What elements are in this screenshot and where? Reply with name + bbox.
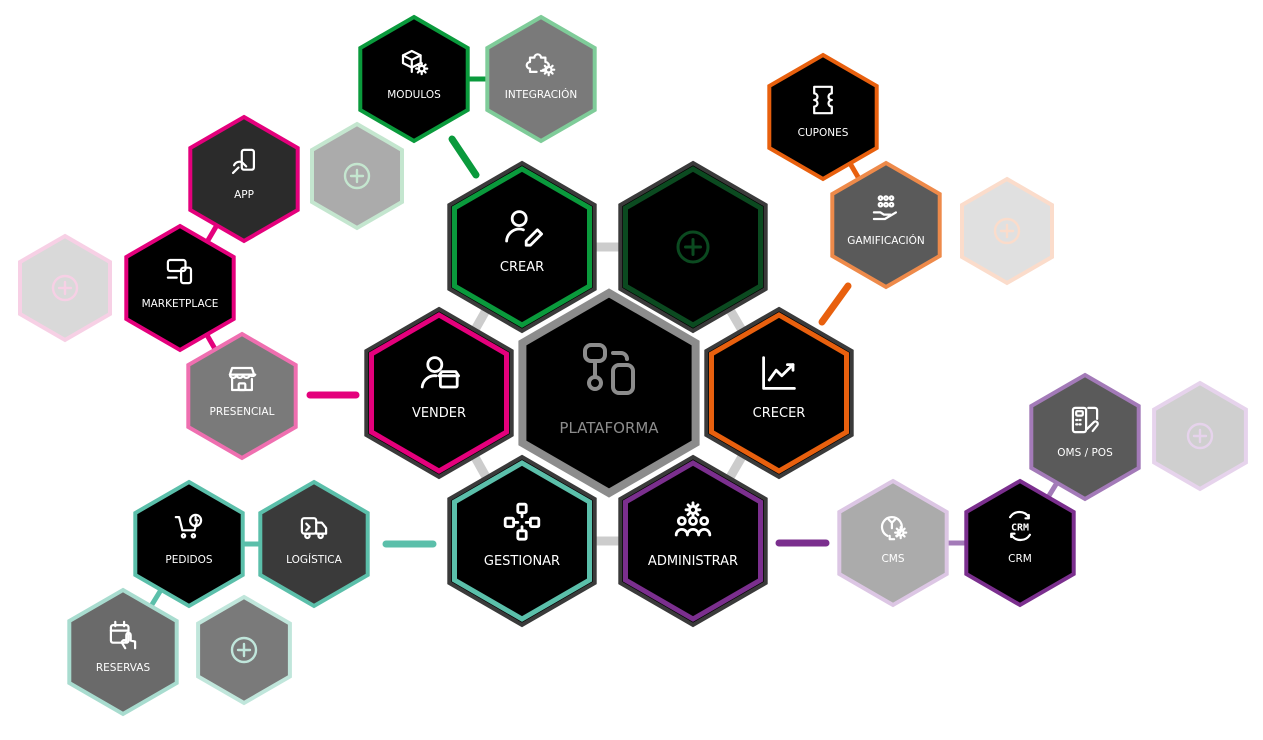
hex-node-omspos[interactable]: OMS / POS <box>1029 372 1141 502</box>
hex-accent-border <box>623 460 763 622</box>
hex-shape <box>358 14 470 144</box>
hex-node-presencial[interactable]: PRESENCIAL <box>186 331 298 461</box>
plus-circle-icon <box>676 230 710 264</box>
node-label: GAMIFICACIÓN <box>847 234 925 247</box>
hex-shape <box>767 52 879 182</box>
plus-circle-icon <box>51 274 79 302</box>
ticket-icon <box>813 85 833 115</box>
node-label: ADMINISTRAR <box>648 554 738 569</box>
hex-shape <box>1029 372 1141 502</box>
hex-node-add-gestionar[interactable] <box>196 594 292 706</box>
node-label: LOGÍSTICA <box>286 553 342 566</box>
node-label: APP <box>234 189 254 201</box>
storefront-icon <box>228 366 257 392</box>
hex-node-crear[interactable]: CREAR <box>447 160 597 334</box>
hex-node-add-crear[interactable] <box>310 121 404 231</box>
hex-shape <box>518 288 700 498</box>
hex-node-crm[interactable]: CRM CRM <box>964 478 1076 608</box>
hex-accent-border <box>452 166 592 328</box>
plus-circle-icon <box>230 636 258 664</box>
cart-clock-icon <box>174 513 203 539</box>
hex-node-marketplace[interactable]: MARKETPLACE <box>124 223 236 353</box>
hex-node-add-admin[interactable] <box>1152 380 1248 492</box>
truck-icon <box>300 517 328 540</box>
hex-shape <box>67 587 179 717</box>
hex-node-crecer[interactable]: CRECER <box>704 306 854 480</box>
node-label: INTEGRACIÓN <box>505 88 578 101</box>
user-shop-icon <box>420 356 460 389</box>
hex-shape <box>258 479 370 609</box>
node-label: CUPONES <box>798 127 849 139</box>
hex-node-add-crecer[interactable] <box>960 176 1054 286</box>
hex-node-add-vender[interactable] <box>18 233 112 343</box>
hex-node-plataforma[interactable]: PLATAFORMA <box>518 288 700 498</box>
hex-shape <box>964 478 1076 608</box>
workflow-icon <box>503 502 541 541</box>
bulb-gear-icon <box>880 516 908 541</box>
hex-accent-border <box>709 312 849 474</box>
hex-node-app[interactable]: APP <box>188 114 300 244</box>
hex-node-modulos[interactable]: MODULOS <box>358 14 470 144</box>
platform-icon <box>583 343 635 395</box>
hex-node-gamificacion[interactable]: GAMIFICACIÓN <box>830 160 942 290</box>
user-edit-icon <box>505 210 543 247</box>
node-label: MODULOS <box>387 89 441 101</box>
node-label: VENDER <box>412 406 466 421</box>
node-label: MARKETPLACE <box>142 298 219 310</box>
hex-shape <box>133 479 245 609</box>
plus-circle-icon <box>1186 422 1214 450</box>
hex-accent-border <box>369 312 509 474</box>
node-label: CRM <box>1008 553 1032 565</box>
node-label: PEDIDOS <box>165 554 212 566</box>
hex-shape <box>830 160 942 290</box>
hex-node-gestionar[interactable]: GESTIONAR <box>447 454 597 628</box>
team-gear-icon <box>674 501 712 537</box>
node-label: CREAR <box>500 260 544 275</box>
hex-node-integracion[interactable]: INTEGRACIÓN <box>485 14 597 144</box>
plus-circle-icon <box>993 217 1021 245</box>
node-label: CRECER <box>753 406 806 421</box>
branch-connector <box>818 282 852 326</box>
hex-node-vender[interactable]: VENDER <box>364 306 514 480</box>
hex-accent-border <box>452 460 592 622</box>
devices-icon <box>166 258 193 285</box>
hex-shape <box>188 114 300 244</box>
hex-shape <box>186 331 298 461</box>
hex-shape <box>485 14 597 144</box>
growth-chart-icon <box>762 356 796 390</box>
node-label: OMS / POS <box>1057 447 1113 459</box>
hex-node-reservas[interactable]: RESERVAS <box>67 587 179 717</box>
cube-gear-icon <box>401 49 429 76</box>
hex-node-add-green[interactable] <box>618 160 768 334</box>
plus-circle-icon <box>343 162 371 190</box>
hand-people-icon <box>872 195 898 221</box>
hex-node-logistica[interactable]: LOGÍSTICA <box>258 479 370 609</box>
node-label: RESERVAS <box>96 662 151 674</box>
node-label: CMS <box>881 553 904 565</box>
calendar-touch-icon <box>109 620 137 650</box>
crm-sync-icon: CRM <box>1008 510 1032 542</box>
node-label: PLATAFORMA <box>559 419 659 437</box>
hex-shape <box>837 478 949 608</box>
puzzle-gear-icon <box>525 53 556 77</box>
hex-node-cupones[interactable]: CUPONES <box>767 52 879 182</box>
pos-terminal-icon <box>1071 406 1099 434</box>
svg-text:CRM: CRM <box>1011 522 1029 533</box>
hex-node-pedidos[interactable]: PEDIDOS <box>133 479 245 609</box>
hex-node-cms[interactable]: CMS <box>837 478 949 608</box>
node-label: PRESENCIAL <box>210 406 275 418</box>
branch-connector <box>448 135 480 179</box>
node-label: GESTIONAR <box>484 554 560 569</box>
hex-node-administrar[interactable]: ADMINISTRAR <box>618 454 768 628</box>
hex-shape <box>124 223 236 353</box>
mobile-touch-icon <box>231 148 256 175</box>
